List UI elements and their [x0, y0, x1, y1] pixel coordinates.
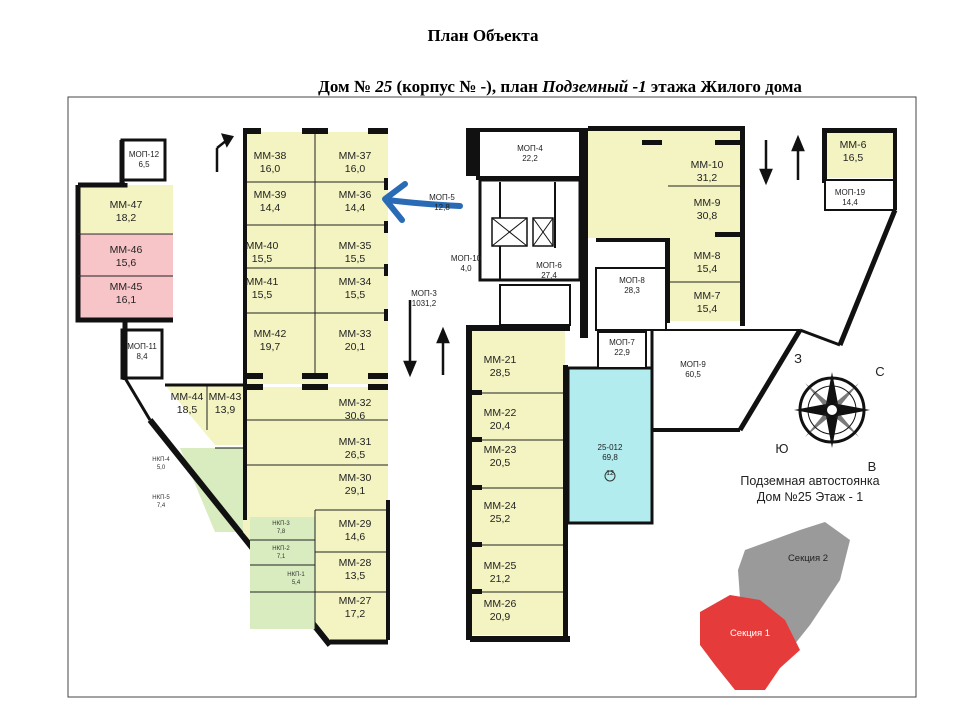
compass-south-label: Ю — [775, 441, 789, 456]
traffic-arrows — [215, 133, 805, 378]
space-mm46[interactable] — [78, 234, 173, 276]
section-1-label: Секция 1 — [729, 628, 771, 639]
storage-nkp-right[interactable] — [250, 517, 315, 629]
unit-badge — [604, 470, 616, 482]
unit-25-012[interactable] — [566, 366, 654, 525]
room-mop11[interactable] — [120, 328, 164, 380]
pointer-arrow — [385, 197, 463, 209]
central-block — [243, 128, 390, 645]
plan-subtitle: Дом № 25 (корпус № -), план Подземный -1… — [318, 77, 802, 96]
right-wing — [588, 126, 898, 432]
unit-badge-number: 12 — [606, 470, 614, 477]
space-mm45[interactable] — [78, 276, 173, 319]
left-wing — [75, 138, 173, 380]
storage-nkp-left[interactable] — [180, 448, 243, 532]
room-mop12[interactable] — [120, 138, 167, 182]
compass-rose — [794, 372, 870, 448]
compass-east-label: В — [867, 459, 877, 474]
space-mm47[interactable] — [78, 185, 173, 233]
column-mm21-26 — [470, 330, 565, 635]
core-block — [466, 128, 588, 338]
compass-west-label: З — [794, 351, 802, 366]
plan-title: План Объекта — [427, 26, 539, 45]
section-2-label: Секция 2 — [787, 553, 829, 564]
space-mm44-43[interactable] — [165, 385, 243, 445]
plan-frame — [67, 96, 917, 698]
section-key — [700, 522, 850, 690]
compass-north-label: С — [875, 364, 885, 379]
